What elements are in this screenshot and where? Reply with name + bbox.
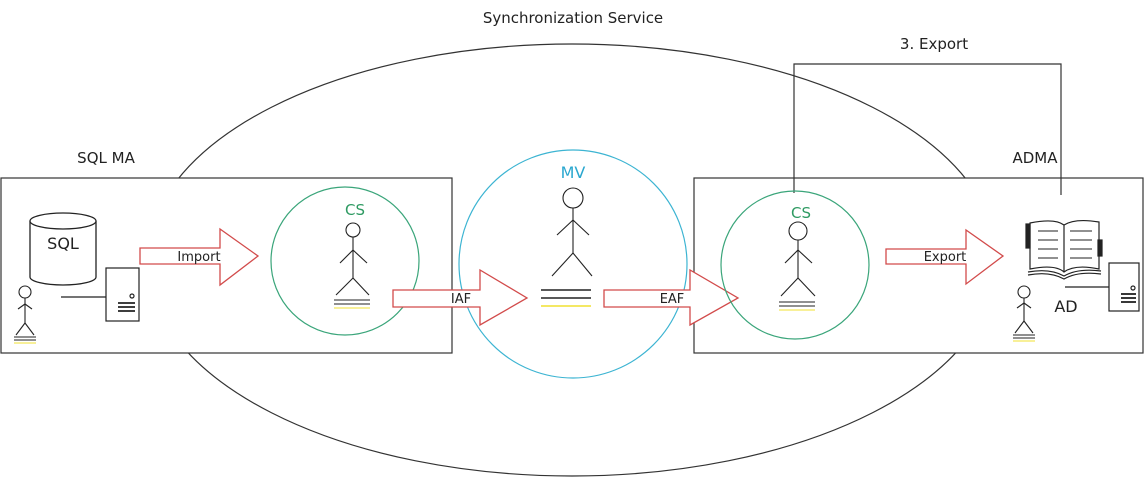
- connector-space-person-icon: [779, 221, 816, 311]
- adma-label: ADMA: [1012, 149, 1058, 167]
- metaverse-person-icon: [541, 187, 593, 307]
- export-arrow-label: Export: [924, 250, 967, 265]
- sql-ma-label: SQL MA: [77, 149, 135, 167]
- iaf-arrow: [392, 268, 529, 327]
- sql-cs-label: CS: [345, 201, 365, 219]
- sync-service-title: Synchronization Service: [483, 9, 663, 27]
- iaf-arrow-label: IAF: [451, 292, 471, 307]
- metaverse-label: MV: [561, 163, 586, 182]
- import-arrow-label: Import: [177, 250, 220, 265]
- person-icon: [14, 285, 36, 344]
- eaf-arrow: [603, 268, 740, 327]
- import-arrow: [139, 227, 260, 287]
- server-icon: [1108, 262, 1140, 312]
- metaverse-circle[interactable]: [458, 149, 688, 379]
- server-icon: [105, 267, 140, 322]
- export-arrow: [885, 228, 1005, 286]
- export-callout-label: 3. Export: [900, 35, 968, 53]
- eaf-arrow-label: EAF: [660, 292, 685, 307]
- person-icon: [1013, 285, 1035, 342]
- ad-cs-circle[interactable]: [720, 190, 870, 340]
- database-icon: [29, 212, 97, 286]
- ad-label: AD: [1054, 297, 1077, 316]
- sql-cs-circle[interactable]: [270, 186, 420, 336]
- export-connector-line: [793, 63, 1062, 195]
- book-icon: [1025, 219, 1103, 280]
- connector-space-person-icon: [334, 222, 370, 309]
- ad-cs-label: CS: [791, 204, 811, 222]
- database-label: SQL: [47, 234, 79, 253]
